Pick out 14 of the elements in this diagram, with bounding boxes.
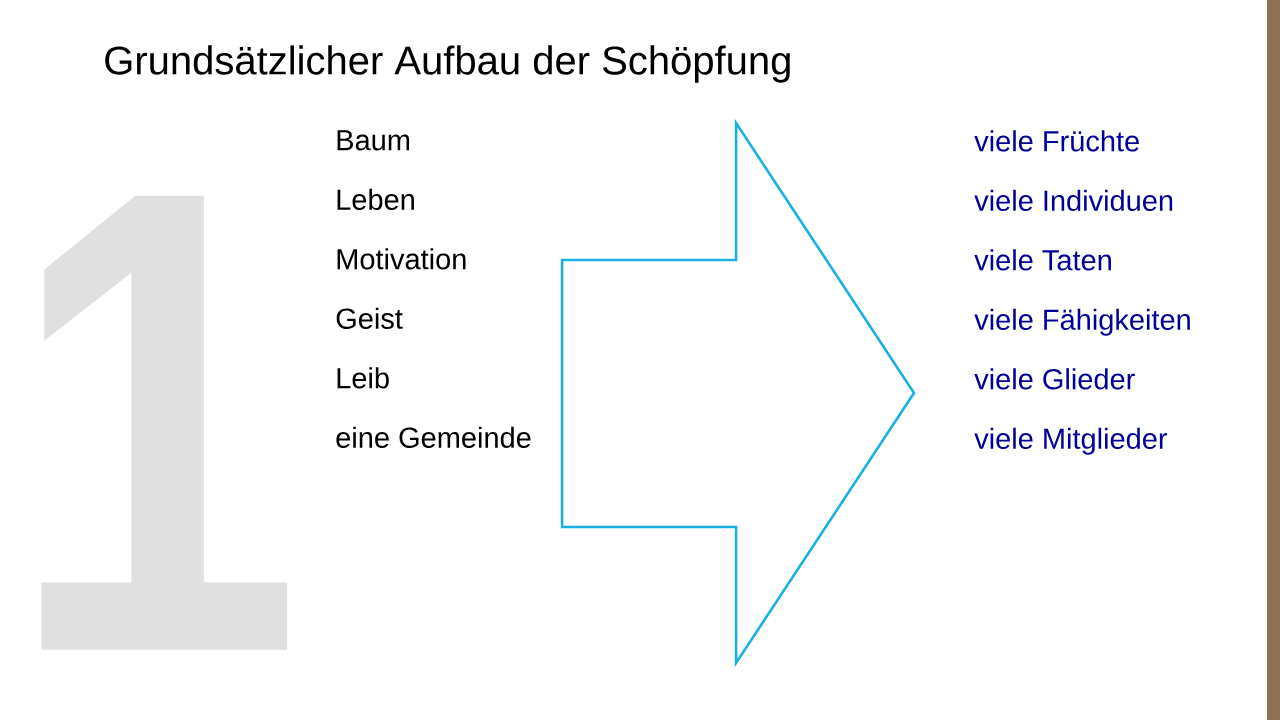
list-item: viele Individuen [974,189,1173,211]
list-item: eine Gemeinde [336,426,531,448]
title: Grundsätzlicher Aufbau der Schöpfung [105,45,790,83]
list-item: viele Mitglieder [974,427,1168,455]
list-item: Leben [337,188,414,210]
list-item: Baum [337,130,410,151]
block-arrow [560,118,916,668]
list-item: Motivation [337,248,466,270]
list-item: viele Taten [974,249,1111,271]
list-item: viele Fähigkeiten [974,308,1190,336]
list-item: viele Früchte [974,130,1139,152]
list-item: viele Glieder [974,368,1135,390]
list-item: Leib [337,367,389,389]
list-item: Geist [336,307,403,329]
